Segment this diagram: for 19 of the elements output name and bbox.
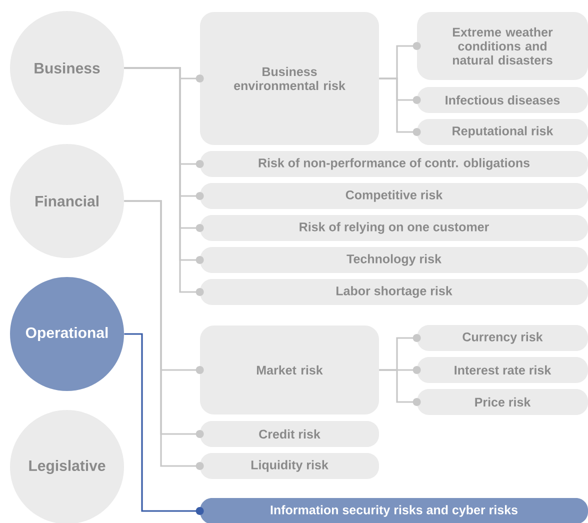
risk-pill: Credit risk: [200, 421, 379, 447]
risk-pill: Risk of relying on one customer: [200, 215, 588, 241]
risk-pill: Risk of non-performance of contr. obligations: [200, 151, 588, 177]
risk-pill: Price risk: [417, 389, 588, 415]
connector-line: [379, 369, 421, 406]
risk-pill: Competitive risk: [200, 183, 588, 209]
risk-pill: Infectious diseases: [417, 87, 588, 113]
risk-pill: Information security risks and cyber risks: [200, 498, 588, 523]
risk-pill: Reputational risk: [417, 119, 588, 145]
risk-pill: Labor shortage risk: [200, 279, 588, 305]
risk-pill: Liquidity risk: [200, 453, 379, 479]
connector-line: [379, 78, 421, 136]
risk-box: Business environmental risk: [200, 12, 379, 145]
risk-pill: Interest rate risk: [417, 357, 588, 383]
connector-line: [124, 333, 204, 515]
risk-pill: Currency risk: [417, 325, 588, 351]
risk-box: Extreme weather conditions and natural disasters: [417, 12, 588, 80]
risk-box: Market risk: [200, 326, 379, 414]
risk-pill: Technology risk: [200, 247, 588, 273]
